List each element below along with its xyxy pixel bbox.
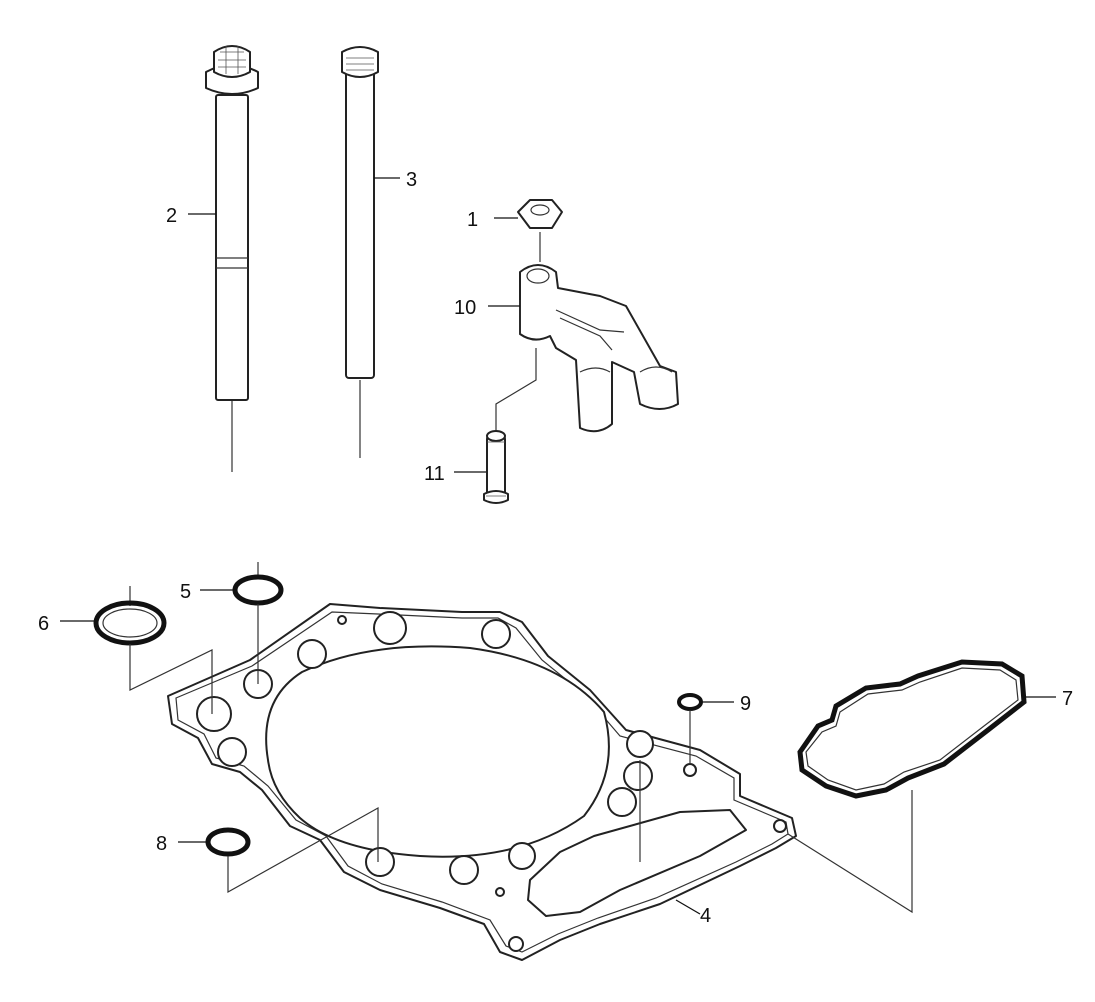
callout-8: 8 (156, 833, 167, 855)
callout-9: 9 (740, 693, 751, 715)
part-3-stud[interactable] (341, 46, 379, 458)
callout-11: 11 (424, 463, 445, 485)
part-10-bracket[interactable] (495, 264, 679, 433)
callout-5: 5 (180, 581, 191, 603)
part-7-outline (797, 659, 1027, 799)
leader-4 (675, 899, 701, 915)
part-4-passage (527, 809, 747, 917)
callout-6: 6 (38, 613, 49, 635)
part-1-nut-body (517, 199, 563, 229)
part-5-o-ring[interactable] (232, 562, 284, 684)
callout-3: 3 (406, 169, 417, 191)
callout-4: 4 (700, 905, 711, 927)
callout-2: 2 (166, 205, 177, 227)
part-9-o-ring[interactable] (677, 693, 703, 764)
part-2-head (213, 45, 251, 78)
part-8-ring (205, 827, 251, 857)
part-9-ring (677, 693, 703, 711)
part-11-pin[interactable] (483, 430, 509, 504)
part-7-seal[interactable] (639, 659, 1027, 914)
part-4-cylinder-bore (265, 645, 610, 858)
part-3-head (341, 46, 379, 78)
part-4-head-gasket[interactable] (167, 603, 797, 961)
part-11-shank (486, 435, 506, 497)
callout-1: 1 (467, 209, 478, 231)
callout-7: 7 (1062, 688, 1073, 710)
callout-10: 10 (454, 297, 476, 319)
part-2-shank (215, 94, 249, 401)
part-10-body (519, 264, 679, 433)
part-1-hex-nut[interactable] (517, 199, 563, 262)
part-5-ring (232, 574, 284, 606)
part-2-bolt[interactable] (205, 45, 259, 472)
part-6-ring (93, 600, 167, 646)
part-3-shank (345, 69, 375, 379)
part-6-o-ring[interactable] (93, 586, 213, 714)
